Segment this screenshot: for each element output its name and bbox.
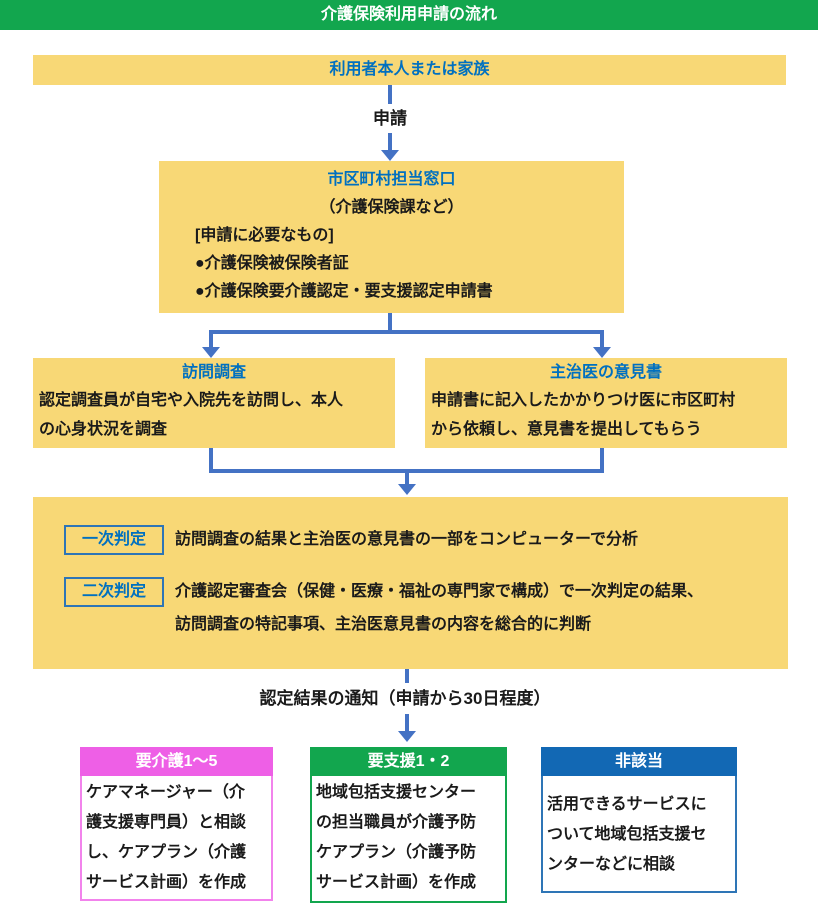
arrow-down-icon [398, 731, 416, 742]
flow-title-bar: 介護保険利用申請の流れ [0, 0, 818, 30]
doctor-opinion-box: 主治医の意見書 申請書に記入したかかりつけ医に市区町村 から依頼し、意見書を提出… [425, 358, 787, 448]
secondary-judgement-text: 介護認定審査会（保健・医療・福祉の専門家で構成）で一次判定の結果、 訪問調査の特… [175, 583, 704, 633]
outcome-care-body: ケアマネージャー（介 護支援専門員）と相談 し、ケアプラン（介護 サービス計画）… [80, 776, 273, 901]
secondary-judgement-row: 二次判定 介護認定審査会（保健・医療・福祉の専門家で構成）で一次判定の結果、 訪… [64, 577, 735, 641]
connector-line [405, 471, 409, 484]
doctor-opinion-title: 主治医の意見書 [549, 364, 662, 381]
primary-judgement-label: 一次判定 [64, 525, 164, 555]
applicant-bar-label: 利用者本人または家族 [329, 61, 490, 78]
connector-line [388, 85, 392, 104]
visit-survey-body: 認定調査員が自宅や入院先を訪問し、本人 の心身状況を調査 [39, 392, 344, 438]
outcome-ineligible-title: 非該当 [541, 747, 737, 776]
arrow-down-icon [398, 484, 416, 495]
primary-judgement-row: 一次判定 訪問調査の結果と主治医の意見書の一部をコンピューターで分析 [64, 525, 638, 555]
outcome-box-care-levels: 要介護1〜5 ケアマネージャー（介 護支援専門員）と相談 し、ケアプラン（介護 … [80, 747, 273, 901]
connector-line [600, 330, 604, 348]
arrow-down-icon [202, 347, 220, 358]
connector-line [600, 448, 604, 471]
municipal-office-box: 市区町村担当窓口 （介護保険課など） [申請に必要なもの] ●介護保険被保険者証… [159, 161, 624, 313]
municipal-office-title: 市区町村担当窓口 [327, 171, 456, 188]
connector-line [405, 669, 409, 683]
outcome-box-ineligible: 非該当 活用できるサービスに ついて地域包括支援セ ンターなどに相談 [541, 747, 737, 893]
applicant-bar: 利用者本人または家族 [33, 55, 786, 85]
connector-line [388, 133, 392, 151]
visit-survey-box: 訪問調査 認定調査員が自宅や入院先を訪問し、本人 の心身状況を調査 [33, 358, 395, 448]
arrow-down-icon [381, 150, 399, 161]
outcome-ineligible-body: 活用できるサービスに ついて地域包括支援セ ンターなどに相談 [541, 776, 737, 893]
required-item: ●介護保険要介護認定・要支援認定申請書 [195, 283, 493, 300]
municipal-office-subtitle: （介護保険課など） [319, 199, 464, 216]
flow-title: 介護保険利用申請の流れ [320, 6, 497, 23]
outcome-support-title: 要支援1・2 [310, 747, 507, 776]
connector-line [405, 714, 409, 732]
notice-label: 認定結果の通知（申請から30日程度） [259, 689, 551, 708]
connector-line [209, 448, 213, 471]
primary-judgement-text: 訪問調査の結果と主治医の意見書の一部をコンピューターで分析 [175, 531, 639, 548]
outcome-care-title: 要介護1〜5 [80, 747, 273, 776]
outcome-support-body: 地域包括支援センター の担当職員が介護予防 ケアプラン（介護予防 サービス計画）… [310, 776, 507, 903]
judgement-box: 一次判定 訪問調査の結果と主治医の意見書の一部をコンピューターで分析 二次判定 … [33, 497, 788, 669]
connector-line [209, 330, 213, 348]
secondary-judgement-label: 二次判定 [64, 577, 164, 607]
visit-survey-title: 訪問調査 [181, 364, 246, 381]
connector-line [388, 313, 392, 332]
arrow-down-icon [593, 347, 611, 358]
doctor-opinion-body: 申請書に記入したかかりつけ医に市区町村 から依頼し、意見書を提出してもらう [431, 392, 736, 438]
required-item: ●介護保険被保険者証 [195, 255, 349, 272]
required-items-header: [申請に必要なもの] [195, 227, 334, 244]
outcome-box-support-levels: 要支援1・2 地域包括支援センター の担当職員が介護予防 ケアプラン（介護予防 … [310, 747, 507, 903]
apply-label: 申請 [373, 109, 407, 128]
connector-line [209, 330, 604, 334]
